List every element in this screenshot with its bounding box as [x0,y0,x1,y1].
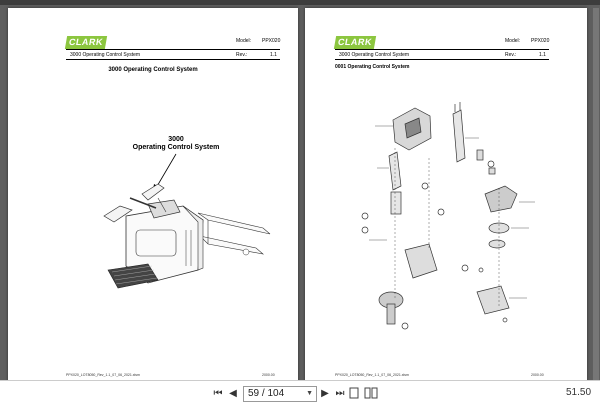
footer-code: 2000.00 [262,373,275,377]
header-rule [335,49,549,50]
footer-filename: PPX020_LOT8050_Rev_1.1_07_06_2021.xlsm [66,373,140,377]
header-rule [66,49,280,50]
footer-code: 2000.00 [531,373,544,377]
page-center-title: 3000 Operating Control System [108,67,198,73]
rev-value: 1.1 [539,52,546,58]
prev-page-icon[interactable]: ◀ [229,388,237,399]
callout-label: 3000 Operating Control System [116,136,236,152]
section-title: 3000 Operating Control System [339,52,410,58]
top-strip [0,0,600,5]
pdf-page-right: CLARK Model: PPX020 3000 Operating Contr… [305,8,587,380]
single-page-view-icon[interactable] [348,387,360,400]
next-page-icon[interactable]: ▶ [321,388,329,399]
zoom-level[interactable]: 51.50 [566,387,592,398]
section-title: 3000 Operating Control System [70,52,141,58]
rev-label: Rev.: [236,52,248,58]
chevron-down-icon[interactable]: ▼ [306,390,313,397]
header-rule-2 [335,59,549,60]
model-value: PPX020 [531,38,550,44]
diagram-subtitle: 0001 Operating Control System [335,64,410,70]
vertical-scrollbar[interactable] [593,8,599,380]
pdf-page-left: CLARK Model: PPX020 3000 Operating Contr… [8,8,298,380]
navigation-toolbar: ⏮ ◀ 59 / 104 ▼ ▶ ⏭ 51.50 [0,380,600,406]
page-number-field[interactable]: 59 / 104 ▼ [243,386,317,402]
model-label: Model: [236,38,252,44]
last-page-icon[interactable]: ⏭ [335,388,345,399]
callout-text: Operating Control System [132,144,220,151]
exploded-parts-diagram [361,102,535,330]
model-label: Model: [505,38,521,44]
first-page-icon[interactable]: ⏮ [213,388,223,399]
page-number-value: 59 / 104 [248,388,285,399]
header-rule-2 [66,59,280,60]
rev-value: 1.1 [270,52,277,58]
footer-filename: PPX020_LOT8050_Rev_1.1_07_06_2021.xlsm [335,373,409,377]
callout-number: 3000 [168,136,184,143]
two-page-view-icon[interactable] [364,387,378,400]
rev-label: Rev.: [505,52,517,58]
document-viewer-canvas: CLARK Model: PPX020 3000 Operating Contr… [0,0,600,380]
pallet-truck-illustration [103,153,271,289]
model-value: PPX020 [262,38,281,44]
